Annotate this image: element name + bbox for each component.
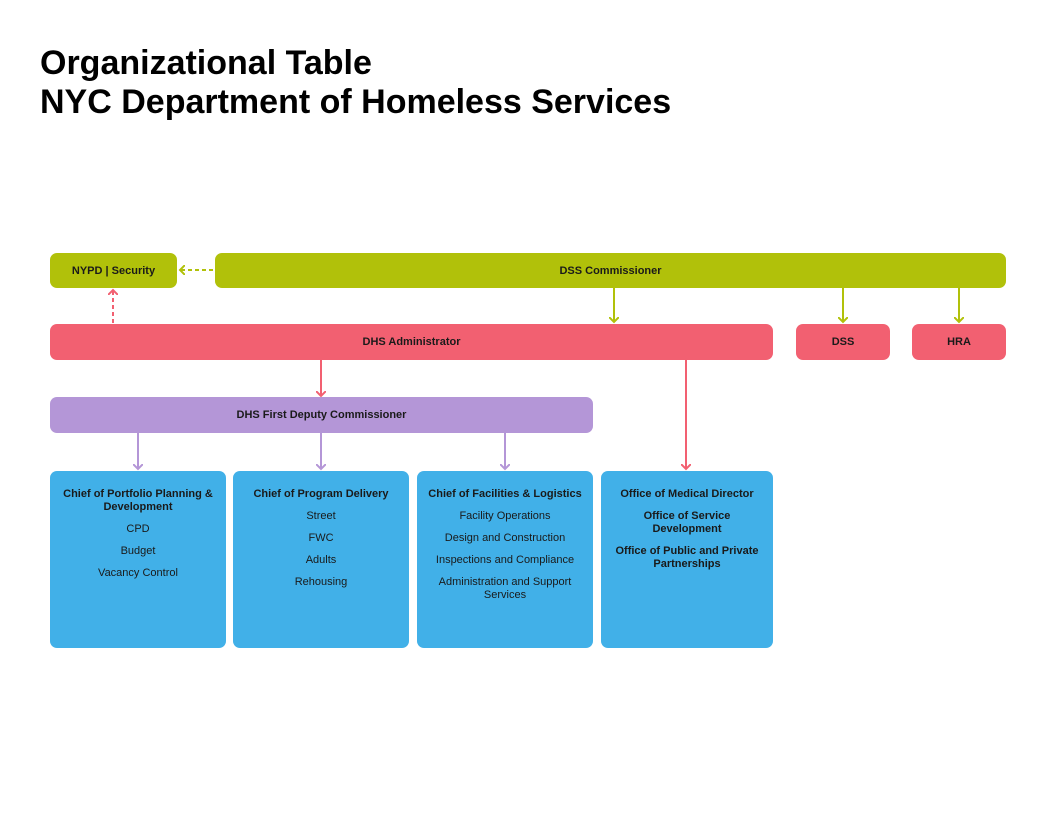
card-head: Chief of Portfolio Planning & Developmen…: [63, 488, 213, 513]
dhs-administrator-box: DHS Administrator: [50, 324, 773, 360]
card-head: Office of Medical Director: [620, 488, 754, 500]
dhs-administrator-label: DHS Administrator: [362, 336, 461, 348]
card-head: Chief of Facilities & Logistics: [428, 488, 582, 500]
card-item: Inspections and Compliance: [435, 554, 575, 566]
title-line-1: Organizational Table: [40, 44, 372, 82]
hra-box: HRA: [912, 324, 1006, 360]
card-item: CPD: [126, 523, 150, 535]
card-program-delivery: Chief of Program Delivery Street FWC Adu…: [233, 471, 409, 648]
card-item: FWC: [308, 532, 334, 544]
card-item: Administration and Support Services: [438, 576, 572, 601]
card-item: Budget: [120, 545, 156, 557]
hra-label: HRA: [947, 336, 971, 348]
card-item: Office of Service Development: [643, 510, 731, 535]
card-item: Vacancy Control: [98, 567, 178, 579]
first-deputy-commissioner-label: DHS First Deputy Commissioner: [236, 409, 407, 421]
card-head: Chief of Program Delivery: [253, 488, 389, 500]
card-item: Rehousing: [294, 576, 348, 588]
nypd-security-box: NYPD | Security: [50, 253, 177, 288]
dss-commissioner-box: DSS Commissioner: [215, 253, 1006, 288]
card-item: Street: [306, 510, 336, 522]
first-deputy-commissioner-box: DHS First Deputy Commissioner: [50, 397, 593, 433]
card-item: Facility Operations: [459, 510, 551, 522]
dss-commissioner-label: DSS Commissioner: [559, 264, 662, 277]
dss-label: DSS: [831, 336, 855, 348]
page-title: Organizational Table NYC Department of H…: [40, 44, 671, 122]
card-facilities-logistics: Chief of Facilities & Logistics Facility…: [417, 471, 593, 648]
title-line-2: NYC Department of Homeless Services: [40, 83, 672, 121]
card-item: Office of Public and Private Partnership…: [615, 545, 759, 570]
card-item: Adults: [305, 554, 337, 566]
card-medical-director: Office of Medical Director Office of Ser…: [601, 471, 773, 648]
nypd-security-label: NYPD | Security: [71, 264, 156, 277]
card-portfolio-planning: Chief of Portfolio Planning & Developmen…: [50, 471, 226, 648]
dss-box: DSS: [796, 324, 890, 360]
card-item: Design and Construction: [444, 532, 566, 544]
